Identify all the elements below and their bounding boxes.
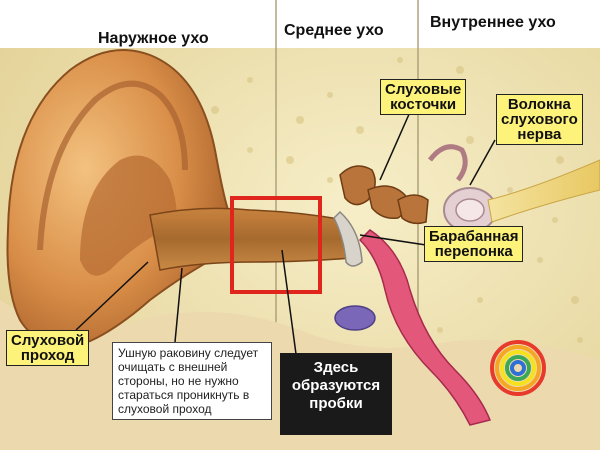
- label-ossicles: Слуховые косточки: [380, 79, 467, 115]
- plug-callout-line-2: образуются: [291, 377, 381, 394]
- ossicles: [339, 165, 429, 225]
- plug-area-highlight: [230, 196, 322, 294]
- header-middle-ear: Среднее ухо: [284, 22, 384, 39]
- label-nerve-fibers-line-2: слухового: [501, 111, 578, 128]
- note-line-5: слуховой проход: [118, 402, 212, 416]
- label-ear-canal-line-1: Слуховой: [11, 332, 85, 349]
- label-nerve-fibers: Волокна слухового нерва: [496, 94, 583, 145]
- label-eardrum-line-1: Барабанная: [429, 228, 519, 245]
- note-line-2: очищать с внешней: [118, 360, 228, 374]
- rainbow-logo-icon: [490, 340, 546, 396]
- note-line-3: стороны, но не нужно: [118, 374, 239, 388]
- purple-structure: [334, 305, 376, 331]
- plug-callout-line-3: пробки: [309, 395, 363, 412]
- label-ossicles-line-2: косточки: [390, 96, 457, 113]
- label-ossicles-line-1: Слуховые: [385, 81, 462, 98]
- note-line-1: Ушную раковину следует: [118, 346, 259, 360]
- eardrum: [333, 210, 363, 267]
- note-line-4: стараться проникнуть в: [118, 388, 250, 402]
- eustachian-tube: [358, 229, 492, 426]
- header-outer-ear: Наружное ухо: [98, 30, 209, 47]
- label-ear-canal: Слуховой проход: [6, 330, 90, 366]
- plug-callout: Здесь образуются пробки: [280, 353, 392, 435]
- cleaning-advice-note: Ушную раковину следует очищать с внешней…: [112, 342, 272, 420]
- label-nerve-fibers-line-3: нерва: [517, 126, 562, 143]
- auricle-fold: [37, 80, 188, 251]
- header-inner-ear: Внутреннее ухо: [430, 14, 556, 31]
- auricle-concha: [80, 155, 177, 276]
- label-nerve-fibers-line-1: Волокна: [507, 96, 571, 113]
- leader-lines: [75, 111, 496, 355]
- label-ear-canal-line-2: проход: [20, 347, 75, 364]
- plug-callout-line-1: Здесь: [313, 359, 359, 376]
- label-eardrum-line-2: перепонка: [434, 243, 513, 260]
- auditory-nerve: [487, 159, 600, 223]
- label-eardrum: Барабанная перепонка: [424, 226, 524, 262]
